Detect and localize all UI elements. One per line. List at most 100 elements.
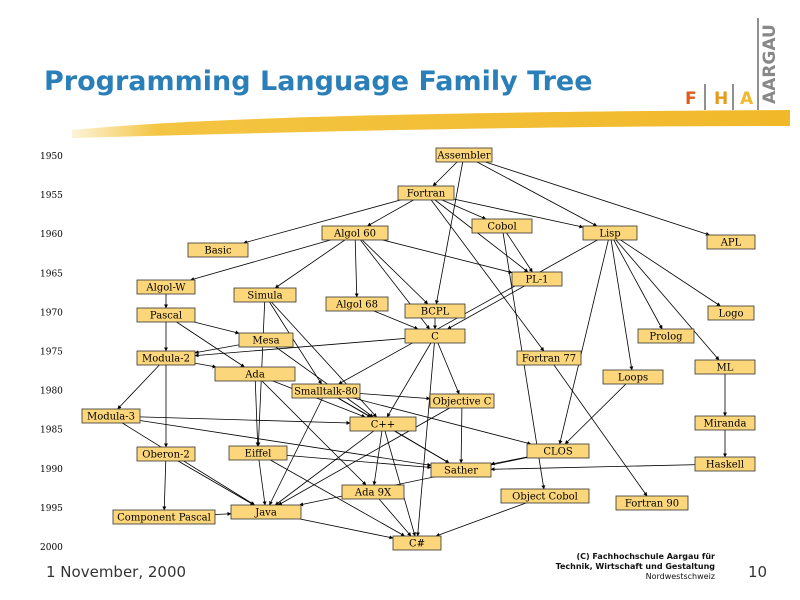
- page-number: 10: [748, 563, 768, 581]
- year-label-1985: 1985: [40, 426, 63, 436]
- year-label-1995: 1995: [40, 504, 63, 514]
- language-node-c: C: [404, 328, 466, 344]
- language-node-ada: Ada: [214, 366, 296, 382]
- language-node-label: Eiffel: [245, 449, 272, 460]
- influence-edge-eiffel-to-java: [257, 452, 267, 506]
- language-node-label: Prolog: [649, 332, 683, 343]
- year-label-1970: 1970: [40, 308, 63, 318]
- footer-copyright: (C) Fachhochschule Aargau für Technik, W…: [540, 552, 715, 582]
- logo-vertical-text: AARGAU: [760, 24, 780, 104]
- copyright-line: Technik, Wirtschaft und Gestaltung: [555, 562, 715, 571]
- language-node-box: [341, 484, 405, 500]
- influence-edge-loops-to-clos: [564, 376, 634, 445]
- influence-edge-smalltalk80-to-clos: [325, 390, 532, 446]
- influence-edge-algol60-to-algol68: [354, 232, 359, 298]
- language-node-bcpl: BCPL: [404, 303, 466, 319]
- language-node-lisp: Lisp: [582, 225, 638, 241]
- influence-edge-modula3-to-cpp: [110, 415, 351, 425]
- language-node-pascal: Pascal: [136, 307, 196, 323]
- language-node-algol68: Algol 68: [325, 296, 389, 312]
- influence-edge-fortran77-to-fortran90: [548, 357, 648, 497]
- language-node-assembler: Assembler: [435, 147, 493, 163]
- influence-edge-lisp-to-clos: [558, 232, 611, 445]
- language-node-label: Smalltalk-80: [294, 387, 358, 398]
- influence-edge-algol60-to-algolw: [190, 232, 356, 281]
- influence-edge-c-to-csharp: [415, 335, 436, 537]
- language-node-label: Objective C: [433, 397, 492, 408]
- language-node-label: Modula-3: [87, 412, 135, 423]
- year-label-1955: 1955: [40, 191, 63, 201]
- language-node-simula: Simula: [233, 287, 297, 303]
- language-node-label: Fortran 77: [522, 354, 576, 365]
- influence-edge-c-to-cpp: [386, 335, 436, 418]
- language-node-box: [397, 185, 455, 201]
- language-node-box: [233, 287, 297, 303]
- influence-edge-objc-to-java: [278, 400, 463, 506]
- language-node-label: Ada 9X: [354, 488, 392, 499]
- influence-edge-algol60-to-bcpl: [354, 232, 429, 305]
- influence-edge-smalltalk80-to-java: [269, 390, 327, 506]
- language-node-box: [511, 271, 563, 287]
- language-node-label: ML: [717, 363, 734, 374]
- language-node-cpp: C++: [349, 416, 417, 432]
- influence-edge-lisp-to-prolog: [609, 232, 663, 330]
- language-node-label: C++: [371, 420, 395, 431]
- language-node-label: Fortran 90: [625, 499, 679, 510]
- influence-edge-lisp-to-ml: [609, 232, 720, 361]
- influence-edge-c-to-objc: [434, 335, 460, 395]
- language-node-box: [435, 147, 493, 163]
- year-label-1965: 1965: [40, 269, 63, 279]
- language-node-eiffel: Eiffel: [228, 445, 288, 461]
- influence-edge-cpp-to-ada9x: [372, 423, 384, 486]
- language-node-label: APL: [720, 238, 742, 249]
- year-label-1990: 1990: [40, 465, 63, 475]
- influence-edge-pl1-to-c: [447, 278, 538, 330]
- influence-edge-haskell-to-sather: [490, 463, 726, 472]
- influence-edge-fortran-to-basic: [243, 192, 427, 244]
- language-node-miranda: Miranda: [694, 415, 756, 431]
- logo-letter-h: H: [714, 89, 728, 109]
- language-node-box: [291, 383, 361, 399]
- language-node-algol60: Algol 60: [321, 225, 389, 241]
- language-node-haskell: Haskell: [694, 456, 756, 472]
- influence-edge-eiffel-to-csharp: [257, 452, 405, 537]
- influence-edge-ada-to-eiffel: [254, 373, 260, 447]
- year-label-1960: 1960: [40, 230, 63, 240]
- language-node-box: [230, 504, 302, 520]
- language-node-box: [694, 359, 756, 375]
- language-node-cobol: Cobol: [471, 218, 533, 234]
- language-node-modula2: Modula-2: [136, 350, 196, 366]
- influence-edge-oberon2-to-java: [165, 453, 255, 506]
- language-node-csharp: C#: [392, 535, 442, 551]
- influence-edge-objc-to-sather: [459, 400, 464, 464]
- logo-letter-f: F: [685, 89, 697, 109]
- language-node-label: CLOS: [543, 447, 572, 458]
- language-node-label: Sather: [444, 466, 478, 477]
- footer-date: 1 November, 2000: [46, 563, 187, 581]
- language-node-label: Logo: [718, 309, 743, 320]
- language-node-label: Component Pascal: [117, 513, 211, 524]
- copyright-line: Nordwestschweiz: [645, 572, 715, 581]
- language-node-box: [349, 416, 417, 432]
- language-node-label: PL-1: [525, 275, 548, 286]
- year-label-1950: 1950: [40, 152, 63, 162]
- language-node-box: [637, 328, 695, 344]
- language-node-box: [429, 393, 495, 409]
- language-node-label: Oberon-2: [142, 450, 190, 461]
- language-node-label: Algol-W: [145, 283, 186, 294]
- language-node-box: [214, 366, 296, 382]
- language-node-objc: Objective C: [429, 393, 495, 409]
- language-node-box: [602, 369, 664, 385]
- influence-edge-lisp-to-logo: [609, 232, 721, 307]
- influence-edge-assembler-to-lisp: [463, 154, 598, 227]
- language-node-label: Mesa: [252, 336, 279, 347]
- language-node-box: [228, 445, 288, 461]
- year-label-1975: 1975: [40, 348, 63, 358]
- language-node-label: Algol 60: [333, 229, 376, 240]
- year-axis: 1950195519601965197019751980198519901995…: [40, 152, 63, 553]
- year-label-2000: 2000: [40, 543, 63, 553]
- influence-edge-lisp-to-smalltalk80: [338, 232, 611, 385]
- influence-edge-fortran-to-fortran77: [425, 192, 545, 352]
- language-node-pl1: PL-1: [511, 271, 563, 287]
